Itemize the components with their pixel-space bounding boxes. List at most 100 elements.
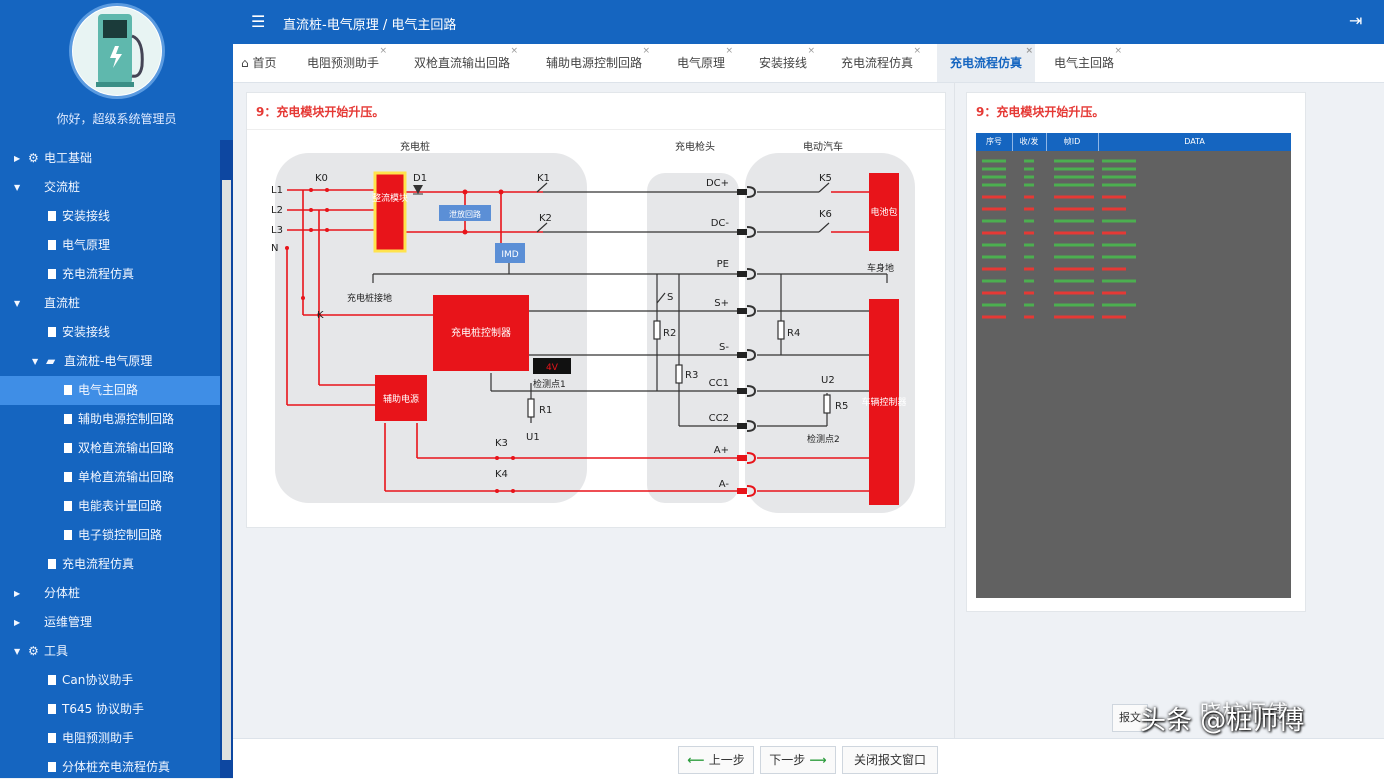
- sidebar-menu: ▶⚙电工基础 ▼交流桩 安装接线 电气原理 充电流程仿真 ▼直流桩 安装接线 ▼…: [0, 144, 220, 778]
- svg-text:CC1: CC1: [709, 378, 729, 389]
- menu-tools[interactable]: ▼⚙工具: [0, 637, 220, 666]
- close-icon[interactable]: ×: [1114, 46, 1123, 56]
- svg-text:R5: R5: [835, 401, 848, 412]
- svg-text:车身地: 车身地: [867, 262, 894, 274]
- tab-home[interactable]: ⌂ 首页: [241, 56, 277, 70]
- close-icon[interactable]: ×: [807, 46, 816, 56]
- menu-dc-install[interactable]: 安装接线: [0, 318, 220, 347]
- section-gun-label: 充电枪头: [675, 140, 715, 153]
- document-icon: [64, 472, 72, 482]
- tab-aux-power[interactable]: 辅助电源控制回路×: [546, 44, 650, 82]
- document-icon: [64, 385, 72, 395]
- close-icon[interactable]: ×: [642, 46, 651, 56]
- message-button[interactable]: 报文: [1112, 704, 1148, 732]
- menu-electrical-basics[interactable]: ▶⚙电工基础: [0, 144, 220, 173]
- svg-text:L1: L1: [271, 185, 283, 196]
- close-icon[interactable]: ×: [510, 46, 519, 56]
- home-icon: ⌂: [241, 56, 253, 70]
- voltage-display: 4V: [546, 363, 559, 373]
- tab-main-circuit[interactable]: 电气主回路×: [1054, 44, 1122, 82]
- circuit-panel: 9：充电模块开始升压。 充电桩 充电枪头 电动汽车: [246, 92, 946, 528]
- menu-ac-simulation[interactable]: 充电流程仿真: [0, 260, 220, 289]
- circuit-diagram: 充电桩 充电枪头 电动汽车: [271, 140, 915, 513]
- menu-dc-pile[interactable]: ▼直流桩: [14, 296, 81, 310]
- avatar: [72, 6, 162, 96]
- discharge-circuit-label: 泄放回路: [449, 209, 481, 219]
- top-header: ☰ 直流桩-电气原理 / 电气主回路 ⇥: [233, 0, 1384, 44]
- menu-dc-simulation[interactable]: 充电流程仿真: [0, 550, 220, 579]
- breadcrumb: 直流桩-电气原理 / 电气主回路: [283, 18, 457, 33]
- svg-text:A-: A-: [719, 479, 730, 490]
- section-pile-label: 充电桩: [400, 140, 430, 153]
- svg-text:R3: R3: [685, 370, 698, 381]
- svg-text:K6: K6: [819, 209, 832, 220]
- tab-install[interactable]: 安装接线×: [759, 44, 815, 82]
- document-icon: [64, 443, 72, 453]
- imd-label: IMD: [501, 250, 518, 260]
- svg-text:U2: U2: [821, 375, 835, 386]
- document-icon: [48, 240, 56, 250]
- menu-lock-circuit[interactable]: 电子锁控制回路: [0, 521, 220, 550]
- svg-text:检测点2: 检测点2: [807, 433, 840, 445]
- sidebar-scroll-thumb[interactable]: [222, 180, 231, 760]
- menu-aux-power-circuit[interactable]: 辅助电源控制回路: [0, 405, 220, 434]
- tab-principle[interactable]: 电气原理×: [677, 44, 733, 82]
- close-icon[interactable]: ×: [379, 46, 388, 56]
- charger-icon: [73, 7, 161, 95]
- rectifier-module-label: 整流模块: [372, 192, 408, 204]
- document-icon: [48, 704, 56, 714]
- close-icon[interactable]: ×: [1025, 46, 1033, 56]
- close-icon[interactable]: ×: [913, 46, 922, 56]
- rectifier-module: [373, 171, 407, 253]
- svg-text:S-: S-: [719, 342, 729, 353]
- aux-power-block: [375, 375, 427, 421]
- close-icon[interactable]: ×: [725, 46, 734, 56]
- menu-ac-install[interactable]: 安装接线: [0, 202, 220, 231]
- menu-main-circuit[interactable]: 电气主回路: [0, 376, 220, 405]
- arrow-left-icon: ⟵: [687, 753, 709, 767]
- menu-meter-circuit[interactable]: 电能表计量回路: [0, 492, 220, 521]
- menu-single-gun-circuit[interactable]: 单枪直流输出回路: [0, 463, 220, 492]
- menu-split-simulation[interactable]: 分体桩充电流程仿真: [0, 753, 220, 778]
- menu-ac-principle[interactable]: 电气原理: [0, 231, 220, 260]
- menu-split-pile[interactable]: ▶分体桩: [14, 586, 81, 600]
- document-icon: [48, 733, 56, 743]
- svg-text:L3: L3: [271, 225, 283, 236]
- tab-bar: ⌂ 首页 电阻预测助手× 双枪直流输出回路× 辅助电源控制回路× 电气原理× 安…: [233, 44, 1384, 83]
- panel-divider: [954, 82, 955, 738]
- menu-t645-helper[interactable]: T645 协议助手: [0, 695, 220, 724]
- tab-resistance-helper[interactable]: 电阻预测助手×: [307, 44, 387, 82]
- step-title: 9：充电模块开始升压。: [256, 105, 385, 119]
- tab-simulation[interactable]: 充电流程仿真×: [841, 44, 921, 82]
- arrow-right-icon: ⟶: [805, 753, 827, 767]
- menu-maintenance[interactable]: ▶运维管理: [14, 615, 93, 629]
- document-icon: [48, 762, 56, 772]
- svg-text:DC-: DC-: [711, 218, 730, 229]
- menu-dc-principle[interactable]: ▼▰直流桩-电气原理: [0, 347, 220, 376]
- menu-resistance-helper[interactable]: 电阻预测助手: [0, 724, 220, 753]
- document-icon: [64, 530, 72, 540]
- svg-text:A+: A+: [714, 445, 729, 456]
- tab-simulation-active[interactable]: 充电流程仿真×: [937, 44, 1035, 82]
- prev-step-button[interactable]: ⟵ 上一步: [678, 746, 754, 774]
- message-log-header: 序号 收/发 帧ID DATA: [976, 133, 1291, 151]
- svg-text:K2: K2: [539, 213, 552, 224]
- menu-can-helper[interactable]: Can协议助手: [0, 666, 220, 695]
- message-log-rows: [982, 159, 1136, 319]
- menu-dual-gun-circuit[interactable]: 双枪直流输出回路: [0, 434, 220, 463]
- logout-icon[interactable]: ⇥: [1349, 11, 1363, 30]
- menu-ac-pile[interactable]: ▼交流桩: [14, 180, 81, 194]
- step-title-right: 9：充电模块开始升压。: [976, 105, 1105, 119]
- next-step-button[interactable]: 下一步 ⟶: [760, 746, 836, 774]
- svg-text:CC2: CC2: [709, 413, 729, 424]
- close-message-window-button[interactable]: 关闭报文窗口: [842, 746, 938, 774]
- menu-toggle-icon[interactable]: ☰: [251, 12, 266, 31]
- aux-power-label: 辅助电源: [383, 393, 419, 405]
- sidebar: 你好，超级系统管理员 ▶⚙电工基础 ▼交流桩 安装接线 电气原理 充电流程仿真 …: [0, 0, 233, 778]
- watermark: 头条 @桩师傅: [1140, 706, 1305, 736]
- svg-text:D1: D1: [413, 173, 427, 184]
- message-log-table[interactable]: 序号 收/发 帧ID DATA: [976, 133, 1291, 598]
- footer-bar: ⟵ 上一步 下一步 ⟶ 关闭报文窗口: [233, 738, 1384, 779]
- tab-dual-gun[interactable]: 双枪直流输出回路×: [414, 44, 518, 82]
- vehicle-controller: [869, 299, 899, 505]
